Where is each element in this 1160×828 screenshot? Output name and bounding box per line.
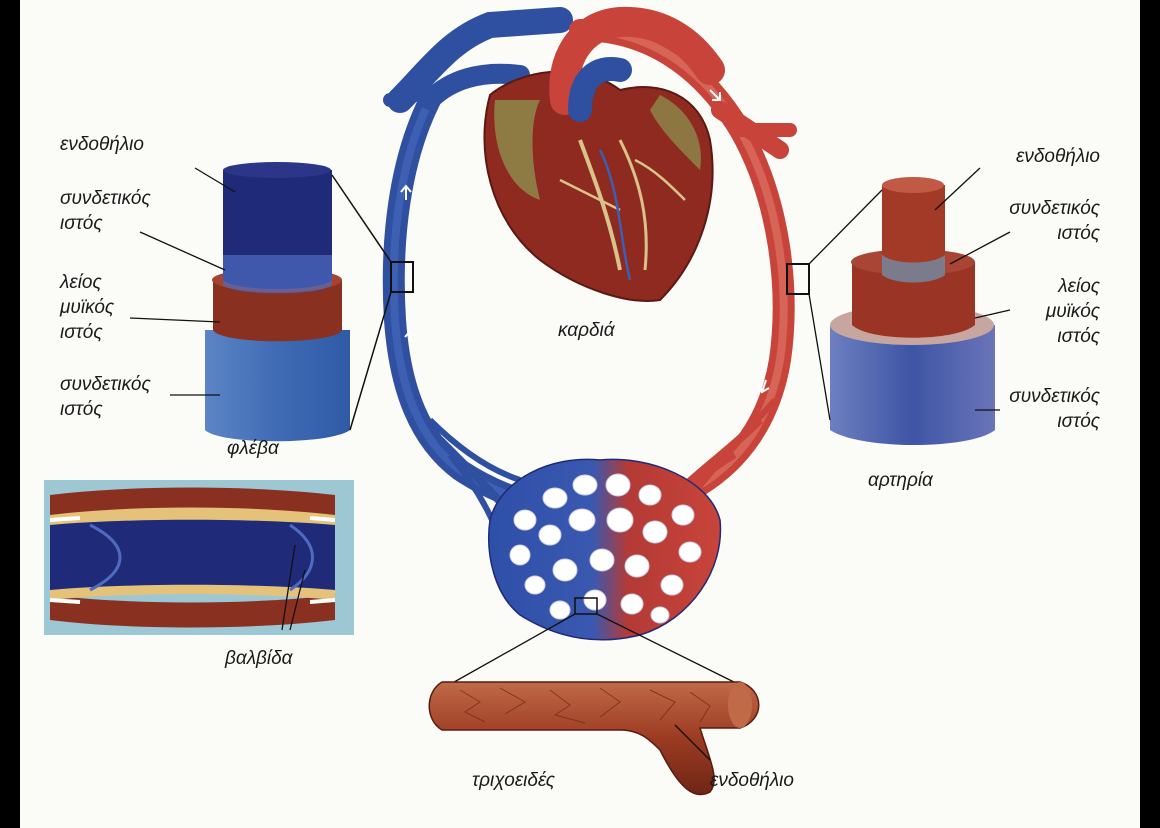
capillary-bed: [489, 459, 721, 639]
capillary-endothelium-label: ενδοθήλιο: [710, 768, 794, 793]
artery-endothelium-label: ενδοθήλιο: [980, 144, 1100, 169]
artery-connective-1-label: συνδετικός ιστός: [980, 196, 1100, 246]
vein-smooth-muscle-label: λείος μυϊκός ιστός: [60, 270, 114, 345]
valve-label: βαλβίδα: [225, 646, 293, 671]
artery-connective-2-label: συνδετικός ιστός: [980, 384, 1100, 434]
vein-connective-1-label: συνδετικός ιστός: [60, 186, 151, 236]
vein-endothelium-label: ενδοθήλιο: [60, 132, 144, 157]
circulation-diagram: [20, 0, 1140, 828]
valve-inset: [44, 480, 354, 635]
artery-label: αρτηρία: [868, 468, 933, 493]
capillary-label: τριχοειδές: [472, 768, 555, 793]
diagram-page: ενδοθήλιο συνδετικός ιστός λείος μυϊκός …: [20, 0, 1140, 828]
vein-label: φλέβα: [227, 436, 279, 461]
vein-connective-2-label: συνδετικός ιστός: [60, 372, 151, 422]
heart-label: καρδιά: [558, 318, 615, 343]
artery-section: [787, 168, 1010, 445]
artery-smooth-muscle-label: λείος μυϊκός ιστός: [980, 274, 1100, 349]
vein-section: [130, 162, 413, 441]
